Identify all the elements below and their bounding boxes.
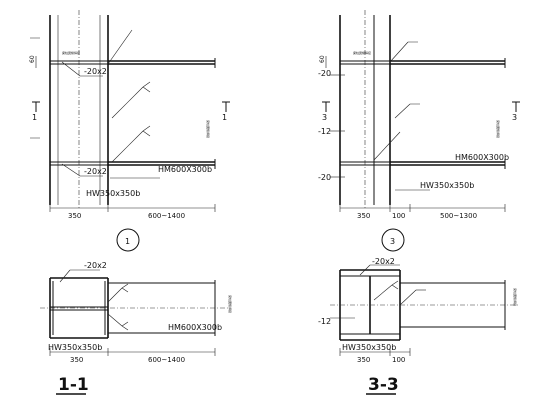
weld-leader-1: [373, 284, 393, 301]
weld-leader-2: [399, 289, 417, 306]
plate-leader-top: [61, 61, 81, 77]
dim-col-label: 350: [357, 356, 370, 364]
plate-label-top: -20: [318, 69, 331, 78]
plate-label-top: -20x2: [372, 257, 395, 266]
dim-60-label: 60: [319, 55, 326, 63]
plate-label-bottom: -20x2: [84, 167, 107, 176]
weld-leader-3: [111, 130, 144, 163]
weld-symbol-3: [142, 125, 151, 137]
beam-label: HM600X300b: [455, 153, 509, 162]
cut-label-left: 3: [322, 113, 327, 122]
detail-marker-number: 1: [125, 237, 130, 246]
side-note: 梁柱翼缘焊接: [513, 288, 518, 306]
plate-leader-bottom: [61, 163, 81, 177]
detail-marker-circle: [381, 228, 405, 252]
plate-label-mid: -12: [318, 317, 331, 326]
detail-marker-circle: [116, 228, 140, 252]
dim-gap-label: 100: [392, 356, 405, 364]
beam-label: HM600X300b: [168, 323, 222, 332]
detail-3-elevation: -20 -12 -20 梁柱翼缘焊接 梁柱翼缘焊接 60 3 3 HM600X3…: [318, 10, 520, 252]
weld-leader-1: [107, 287, 123, 303]
dim-col-label: 350: [68, 212, 81, 220]
plate-label-top: -20x2: [84, 67, 107, 76]
section-3-3: -20x2 -12 HW350x350b 梁柱翼缘焊接 350 100 3-3: [318, 257, 520, 395]
weld-flags: [408, 41, 420, 105]
weld-leader-2: [394, 103, 411, 119]
dim-beam-label: 600~1400: [148, 356, 185, 364]
dim-beam-label: 500~1300: [440, 212, 477, 220]
dim-60-label: 60: [29, 55, 36, 63]
weld-leader-1: [389, 41, 409, 63]
top-weld-note: 梁柱翼缘焊接: [353, 50, 371, 55]
dim-col-label: 350: [70, 356, 83, 364]
side-weld-note: 梁柱翼缘焊接: [206, 120, 211, 138]
weld-leader-1: [107, 29, 133, 65]
weld-symbol-1: [391, 280, 399, 290]
weld-symbol-2: [121, 321, 129, 331]
section-title: 1-1: [58, 375, 89, 395]
plate-label-leader: [359, 264, 371, 276]
column-label: HW350x350b: [420, 181, 474, 190]
weld-symbol-1: [121, 283, 129, 293]
section-title: 3-3: [368, 375, 399, 395]
weld-leader-3: [373, 131, 401, 161]
dim-col-label: 350: [357, 212, 370, 220]
dim-gap-label: 100: [392, 212, 405, 220]
beam-label: HM600X300b: [158, 165, 212, 174]
weld-symbol-2: [142, 81, 151, 93]
plate-label-mid: -12: [318, 127, 331, 136]
cut-label-right: 1: [222, 113, 227, 122]
detail-marker-number: 3: [390, 237, 395, 246]
plate-label: -20x2: [84, 261, 107, 270]
column-label: HW350x350b: [48, 343, 102, 352]
cut-marks-left: [30, 37, 40, 139]
column-label: HW350x350b: [86, 189, 140, 198]
side-note: 梁柱翼缘焊接: [228, 295, 233, 313]
side-weld-note: 梁柱翼缘焊接: [496, 120, 501, 138]
weld-leader-2: [111, 86, 144, 119]
detail-1-elevation: -20x2 -20x2 梁柱翼缘焊接 梁柱翼缘焊接 60 1 1 HM600X3…: [29, 10, 230, 252]
plate-label-bottom: -20: [318, 173, 331, 182]
weld-leader-2: [107, 313, 123, 327]
cut-label-left: 1: [32, 113, 37, 122]
cut-label-right: 3: [512, 113, 517, 122]
section-1-1: -20x2 HM600X300b HW350x350b 梁柱翼缘焊接 350 6…: [40, 261, 233, 395]
dim-beam-label: 600~1400: [148, 212, 185, 220]
plate-label-leader: [59, 269, 71, 283]
column-label: HW350x350b: [342, 343, 396, 352]
top-weld-note: 梁柱翼缘焊接: [62, 50, 80, 55]
